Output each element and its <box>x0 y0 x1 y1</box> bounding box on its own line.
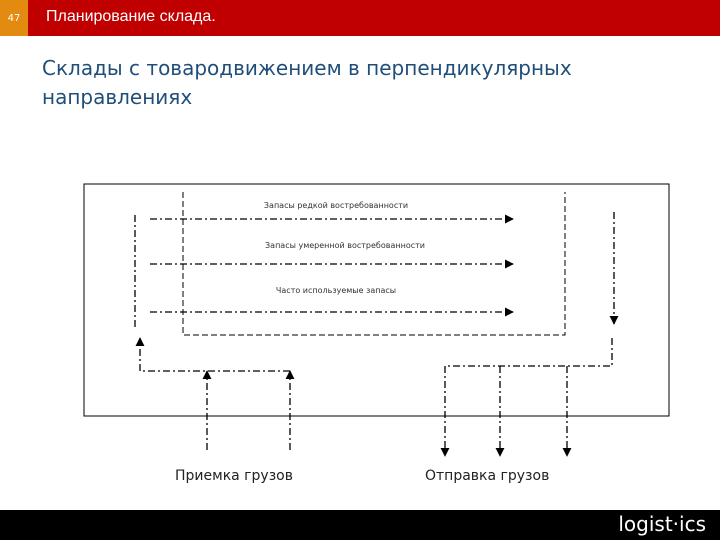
footer-bar: logist·ics <box>0 510 720 540</box>
flow-label-frequent: Часто используемые запасы <box>276 286 396 295</box>
flow-label-rare: Запасы редкой востребованности <box>264 201 408 210</box>
storage-zone-border <box>182 192 566 336</box>
flow-label-moderate: Запасы умеренной востребованности <box>265 241 425 250</box>
slide-title: Склады с товародвижением в перпендикуляр… <box>42 56 572 109</box>
receiving-label: Приемка грузов <box>175 468 293 484</box>
receiving-route <box>135 337 290 372</box>
header-title: Планирование склада. <box>46 8 216 25</box>
slide-number: 47 <box>0 0 28 36</box>
shipping-label: Отправка грузов <box>425 468 550 484</box>
shipping-route <box>445 338 613 367</box>
header-bar: 47 Планирование склада. <box>0 0 720 36</box>
logistics-logo: logist·ics <box>618 512 706 536</box>
warehouse-outline <box>83 183 670 417</box>
